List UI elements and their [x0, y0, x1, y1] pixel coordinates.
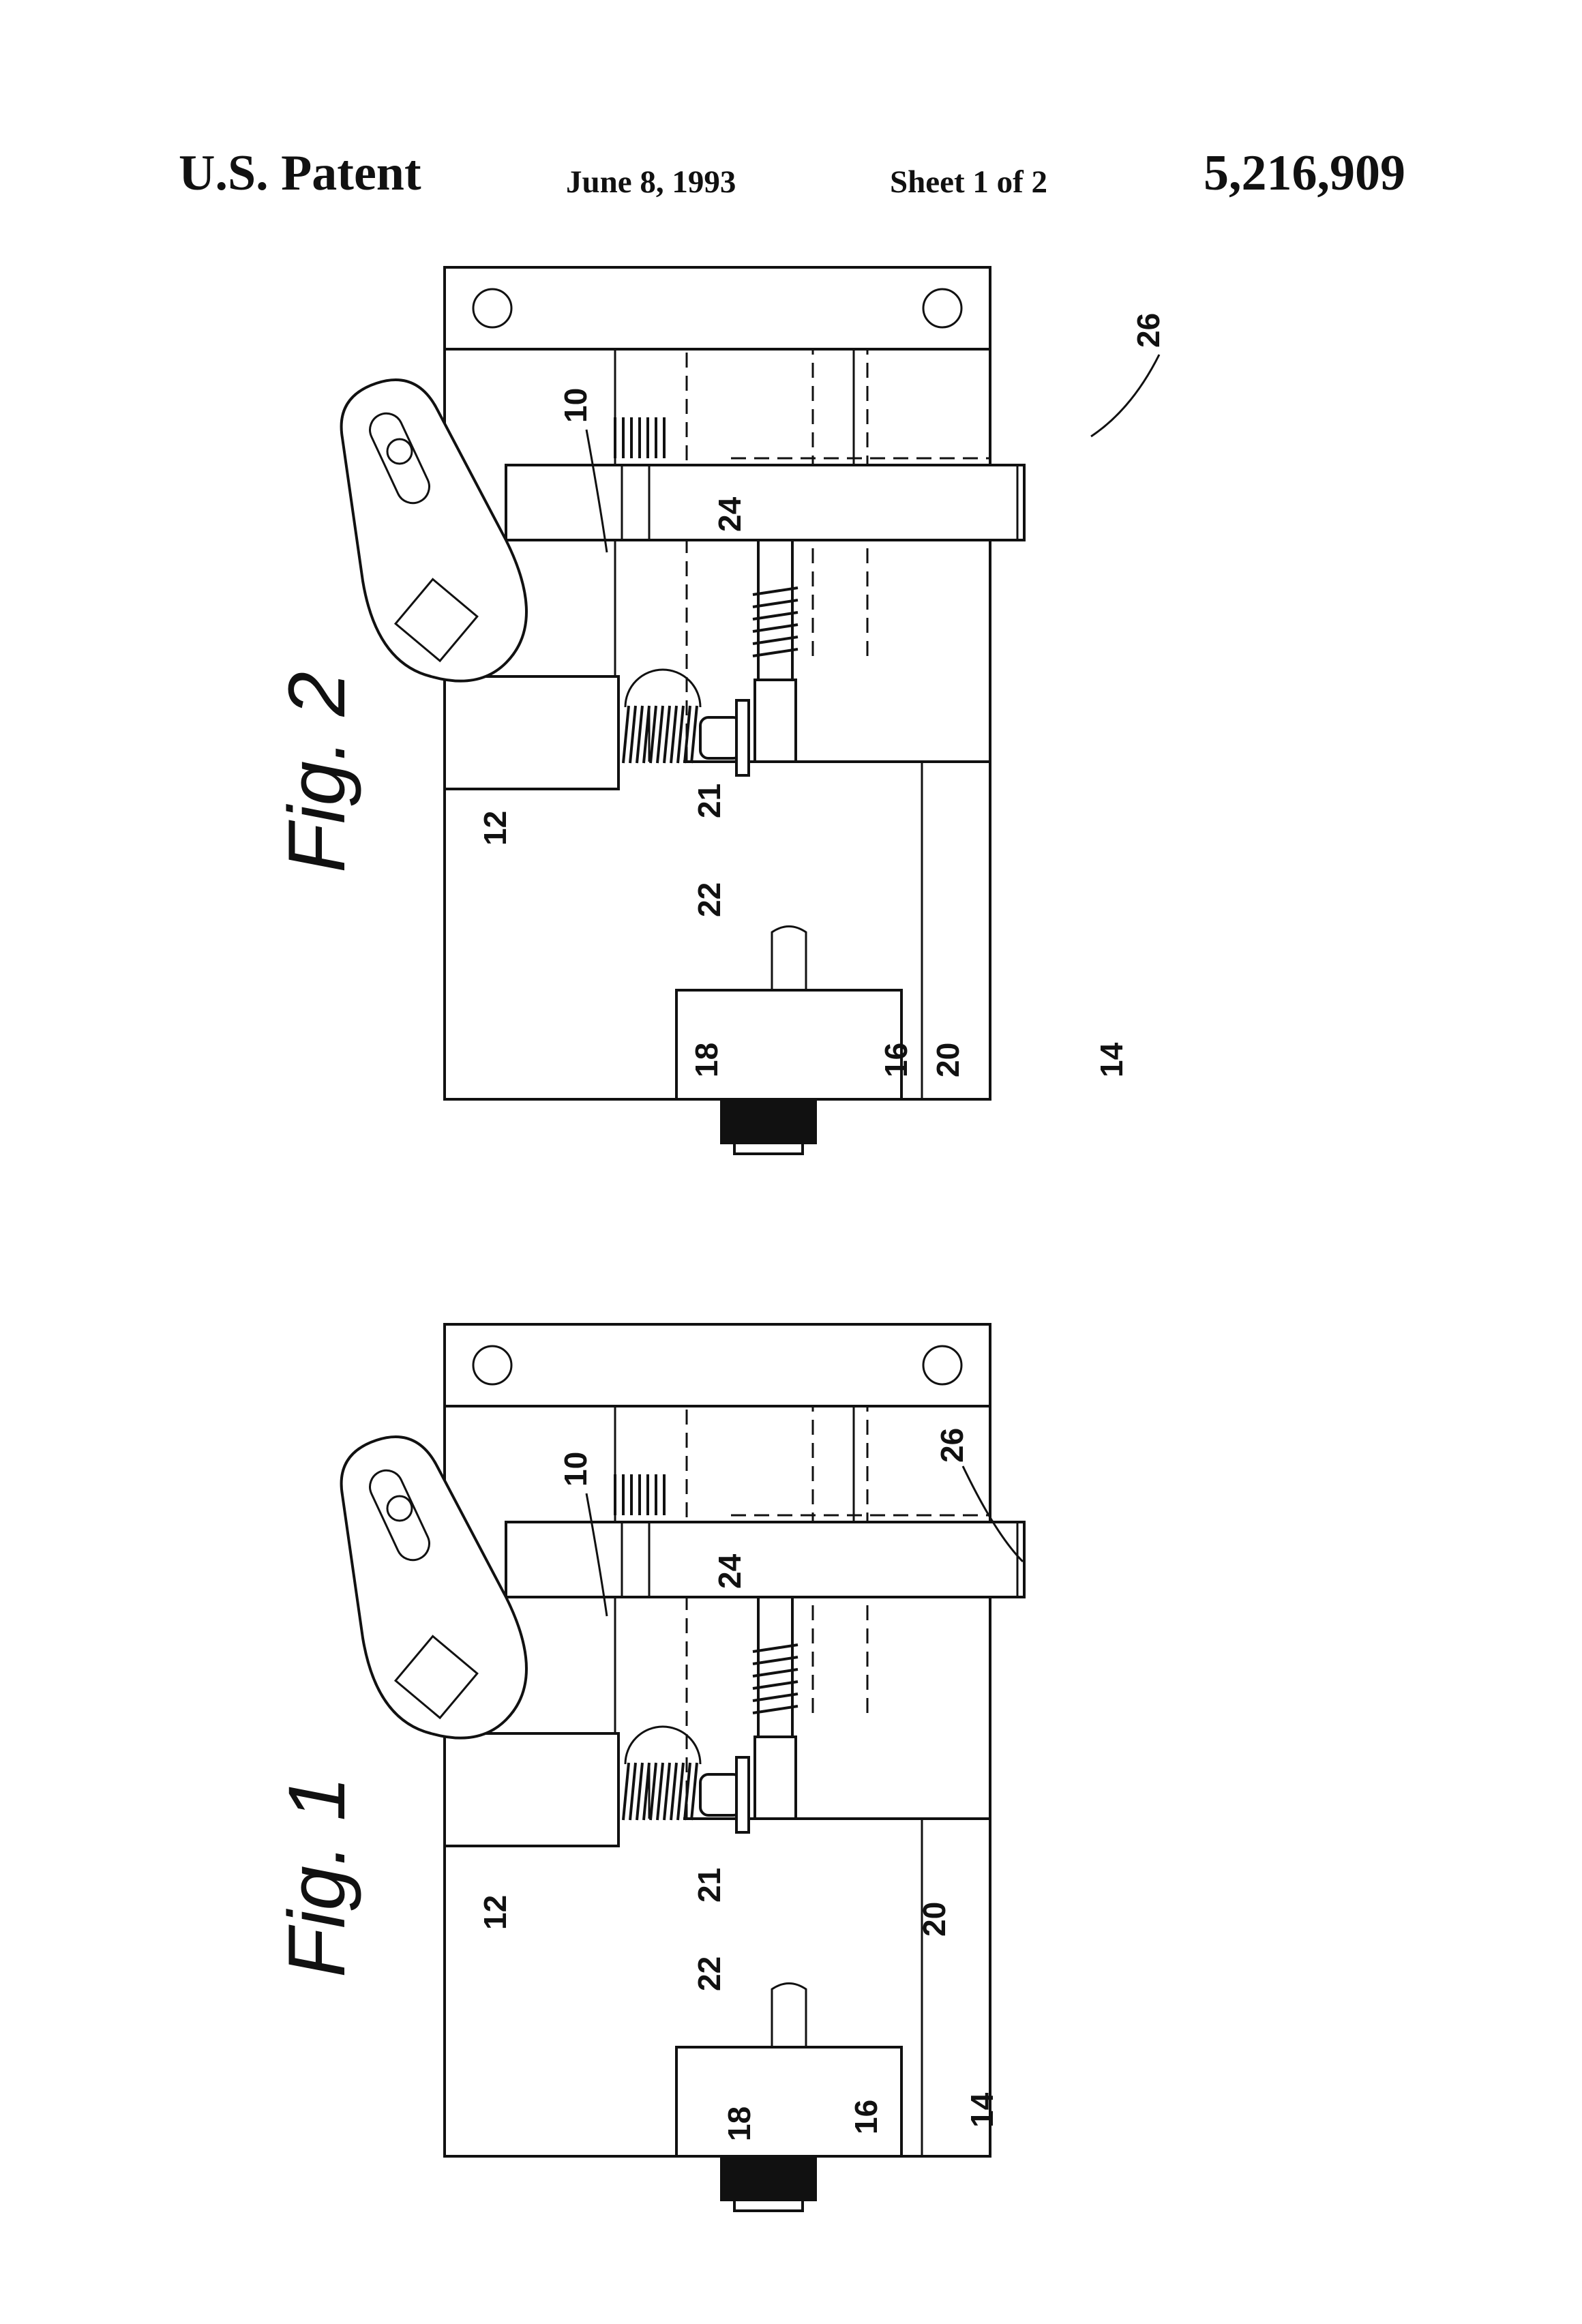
figure-1-caption: Fig. 1	[272, 1776, 362, 1978]
figure-1: Fig. 1 10 12 14 16 18 20 21 22 24 26	[272, 1324, 1024, 2211]
ref-12: 12	[477, 1895, 513, 1930]
ref-26: 26	[934, 1428, 970, 1463]
ref-26-fig2: 26	[1131, 313, 1166, 348]
figure-2: Fig. 2 10 12 14 16 18 20 21 22 24 26	[272, 267, 1166, 1154]
ref-20: 20	[916, 1902, 952, 1937]
ref-12-fig2: 12	[477, 811, 513, 846]
ref-22: 22	[691, 1956, 727, 1991]
ref-20-fig2: 20	[930, 1043, 966, 1077]
ref-21: 21	[691, 1868, 727, 1903]
ref-24: 24	[712, 1553, 747, 1589]
ref-18-fig2: 18	[689, 1043, 724, 1077]
ref-16-fig2: 16	[878, 1043, 914, 1077]
figure-2-caption: Fig. 2	[272, 672, 362, 873]
ref-16: 16	[848, 2100, 884, 2134]
ref-10-fig2: 10	[558, 388, 593, 423]
ref-22-fig2: 22	[691, 882, 727, 917]
leader-lines	[586, 355, 1159, 1616]
ref-14-fig2: 14	[1094, 1042, 1129, 1077]
ref-14: 14	[964, 2092, 1000, 2128]
ref-24-fig2: 24	[712, 496, 747, 532]
ref-10: 10	[558, 1452, 593, 1487]
ref-18: 18	[721, 2106, 757, 2141]
ref-21-fig2: 21	[691, 784, 727, 818]
